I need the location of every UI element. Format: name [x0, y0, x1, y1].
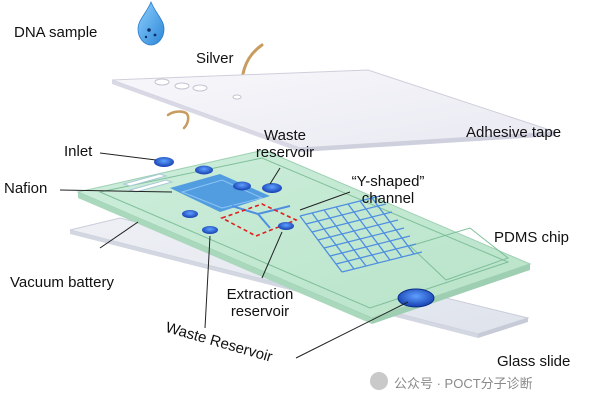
label-extraction-reservoir: Extraction reservoir	[212, 286, 308, 320]
label-extraction-line1: Extraction	[226, 286, 294, 303]
label-y-shaped-channel: “Y-shaped” channel	[340, 173, 436, 207]
adhesive-tape-layer	[111, 69, 557, 152]
label-vacuum-battery: Vacuum battery	[10, 274, 114, 291]
label-waste-line1: Waste	[264, 127, 306, 144]
label-waste-reservoir-top: Waste reservoir	[252, 127, 318, 161]
label-waste-line2: reservoir	[255, 143, 315, 161]
label-pdms-chip: PDMS chip	[494, 229, 570, 246]
label-silver: Silver	[196, 50, 234, 67]
y-shaped-channel	[231, 205, 291, 229]
label-y-shaped-line1: “Y-shaped”	[351, 173, 425, 190]
wechat-icon	[370, 372, 388, 390]
label-adhesive-tape: Adhesive tape	[466, 124, 562, 141]
channel-grid	[299, 195, 423, 273]
y-channel-highlight	[220, 203, 299, 237]
label-dna-sample: DNA sample	[14, 24, 98, 41]
reservoirs	[154, 157, 435, 308]
extraction-reservoir-dot	[278, 222, 294, 230]
label-inlet: Inlet	[64, 143, 93, 160]
waste-reservoir-bottom-dot	[202, 226, 218, 234]
leader-lines	[59, 152, 409, 359]
watermark-text: 公众号 · POCT分子诊断	[394, 376, 533, 391]
dna-drop-icon	[137, 0, 165, 46]
inlet-reservoir	[154, 157, 174, 167]
label-extraction-line2: reservoir	[230, 302, 290, 320]
label-glass-slide: Glass slide	[497, 353, 571, 370]
label-y-shaped-line2: channel	[361, 189, 415, 207]
label-nafion: Nafion	[4, 180, 48, 197]
waste-reservoir-top	[262, 183, 282, 193]
